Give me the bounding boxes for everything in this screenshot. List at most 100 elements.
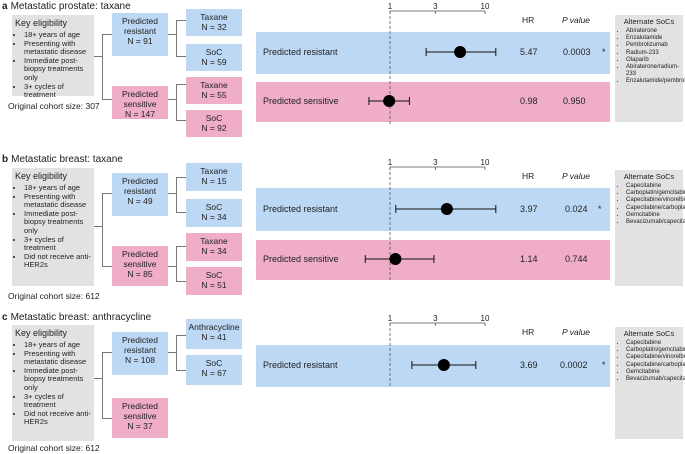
p-value: 0.0003	[563, 47, 591, 57]
row-label: Predicted sensitive	[263, 96, 339, 106]
connector	[102, 193, 112, 194]
p-header: P value	[562, 327, 591, 337]
p-header: P value	[562, 15, 591, 25]
alternate-soc-item: Bevacizumab/capecitabine	[626, 376, 685, 383]
connector	[176, 335, 177, 370]
alternate-soc-item: Enzalutamide	[626, 35, 680, 42]
x-tick-label: 3	[433, 158, 438, 167]
connector	[176, 281, 186, 282]
connector	[94, 226, 102, 227]
eligibility-item: 18+ years of age	[24, 183, 91, 193]
significance-star: *	[602, 360, 606, 370]
x-tick-label: 1	[388, 158, 393, 167]
cohort-size: Original cohort size: 612	[8, 443, 100, 453]
cohort-size: Original cohort size: 612	[8, 291, 100, 301]
connector	[102, 34, 112, 35]
p-value: 0.950	[563, 96, 586, 106]
x-tick-label: 10	[481, 314, 490, 323]
connector	[168, 266, 176, 267]
hr-value: 3.97	[520, 204, 538, 214]
eligibility-box: Key eligibility 18+ years of age Present…	[12, 15, 94, 99]
connector	[168, 352, 176, 353]
eligibility-box: Key eligibility 18+ years of age Present…	[12, 325, 94, 441]
resistant-row-band	[256, 345, 610, 387]
connector	[176, 246, 186, 247]
connector	[176, 84, 177, 120]
connector	[102, 418, 112, 419]
x-tick-label: 10	[481, 158, 490, 167]
eligibility-item: Presenting with metastatic disease	[24, 192, 91, 210]
x-tick-label: 1	[388, 2, 393, 11]
hr-value: 3.69	[520, 360, 538, 370]
connector	[176, 335, 186, 336]
hr-point	[389, 253, 402, 265]
alternate-soc-item: Gemcitabine	[626, 212, 680, 219]
row-label: Predicted resistant	[263, 204, 338, 214]
connector	[176, 212, 186, 213]
alternate-soc-item: Capecitabine/vinorelbine	[626, 197, 685, 204]
eligibility-item: 18+ years of age	[24, 340, 91, 350]
connector	[176, 246, 177, 281]
eligibility-item: Did not receive anti-HER2s	[24, 252, 91, 270]
alternate-socs-box: Alternate SoCs Abiraterone Enzalutamide …	[615, 15, 685, 122]
sensitive-row-band	[256, 82, 610, 122]
connector	[176, 20, 177, 56]
connector	[176, 120, 186, 121]
hr-value: 0.98	[520, 96, 538, 106]
p-header: P value	[562, 171, 591, 181]
hr-value: 1.14	[520, 254, 538, 264]
connector	[168, 193, 176, 194]
connector	[176, 177, 177, 212]
p-value: 0.744	[565, 254, 588, 264]
alternate-soc-item: Capecitabine	[626, 183, 680, 190]
alternate-soc-item: Capecitabine/carboplatin	[626, 362, 685, 369]
alternate-soc-item: Bevacizumab/capecitabine	[626, 219, 685, 226]
row-label: Predicted resistant	[263, 47, 338, 57]
alternate-soc-item: Capecitabine	[626, 340, 680, 347]
x-tick-label: 3	[433, 314, 438, 323]
alternate-soc-item: Capecitabine/carboplatin	[626, 205, 685, 212]
connector	[176, 370, 186, 371]
alternate-soc-item: Gemcitabine	[626, 369, 680, 376]
connector	[168, 34, 176, 35]
eligibility-item: Immediate post-biopsy treatments only	[24, 209, 91, 236]
connector	[176, 20, 186, 21]
hr-header: HR	[522, 327, 535, 337]
connector	[176, 56, 186, 57]
alternate-soc-item: Carboplatin/gemcitabine	[626, 190, 685, 197]
alternate-socs-box: Alternate SoCs Capecitabine Carboplatin/…	[615, 170, 685, 286]
alternate-soc-item: Olaparib	[626, 57, 680, 64]
connector	[94, 378, 102, 379]
connector	[102, 352, 112, 353]
connector	[176, 177, 186, 178]
connector	[102, 266, 112, 267]
hr-point	[440, 203, 453, 215]
eligibility-item: 3+ cycles of treatment	[24, 82, 91, 100]
eligibility-item: Presenting with metastatic disease	[24, 39, 91, 57]
x-tick-label: 10	[481, 2, 490, 11]
resistant-row-band	[256, 32, 610, 74]
alternate-soc-item: Pembrolizumab	[626, 42, 680, 49]
connector	[176, 84, 186, 85]
hr-point	[437, 359, 450, 371]
alternate-soc-item: Capecitabine/vinorelbine	[626, 354, 685, 361]
alternate-soc-item: Abiraterone/radium-233	[626, 64, 680, 78]
p-value: 0.0002	[560, 360, 588, 370]
eligibility-box: Key eligibility 18+ years of age Present…	[12, 168, 94, 286]
